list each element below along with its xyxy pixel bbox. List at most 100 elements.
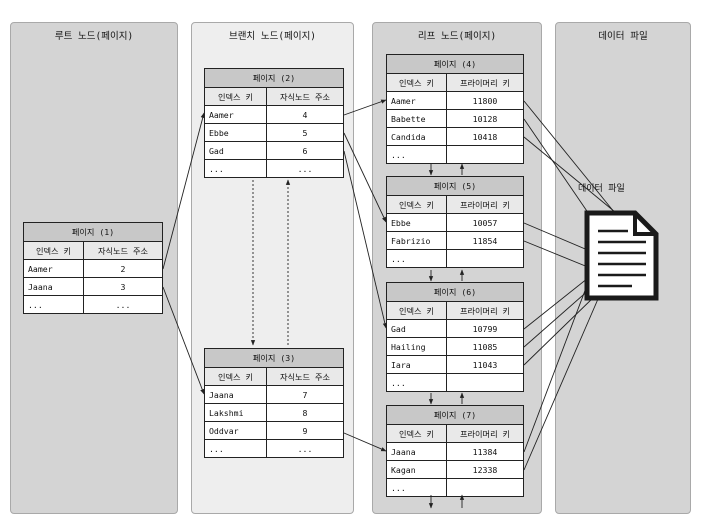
index-key-cell: Ebbe: [387, 214, 447, 231]
primary-key-cell: 12338: [472, 464, 498, 475]
header-index-key: 인덱스 키: [387, 74, 447, 91]
table-row: Jaana 7: [205, 385, 343, 403]
index-key-cell: ...: [24, 296, 84, 313]
leaf-page-4-table: 페이지 (4) 인덱스 키 프라이머리 키 Aamer 11800 Babett…: [386, 54, 524, 164]
header-index-key: 인덱스 키: [387, 302, 447, 319]
primary-key-cell: 11085: [472, 341, 498, 352]
header-index-key: 인덱스 키: [387, 425, 447, 442]
document-icon: [584, 210, 659, 301]
index-key-cell: Kagan: [387, 461, 447, 478]
header-child-address: 자식노드 주소: [97, 245, 149, 256]
child-address-cell: 3: [120, 281, 126, 292]
table-row: Babette 10128: [387, 109, 523, 127]
table-row: Aamer 4: [205, 105, 343, 123]
header-primary-key: 프라이머리 키: [459, 305, 511, 316]
page-title: 페이지 (7): [387, 406, 523, 424]
table-row: ...: [387, 145, 523, 163]
page-title: 페이지 (1): [24, 223, 162, 241]
root-column-title: 루트 노드(페이지): [54, 31, 134, 42]
table-row: Jaana 3: [24, 277, 162, 295]
table-row: ...: [387, 249, 523, 267]
header-primary-key: 프라이머리 키: [459, 77, 511, 88]
table-row: Kagan 12338: [387, 460, 523, 478]
child-address-cell: 7: [302, 389, 308, 400]
index-key-cell: Hailing: [387, 338, 447, 355]
header-index-key: 인덱스 키: [24, 242, 84, 259]
primary-key-cell: 10799: [472, 323, 498, 334]
table-row: ...: [387, 373, 523, 391]
table-row: ... ...: [205, 159, 343, 177]
header-index-key: 인덱스 키: [387, 196, 447, 213]
child-address-cell: 5: [302, 127, 308, 138]
data-file-column-title: 데이터 파일: [598, 31, 648, 42]
branch-to-leaf-6-arrow: [343, 150, 387, 329]
index-key-cell: Gad: [387, 320, 447, 337]
child-address-cell: 8: [302, 407, 308, 418]
index-key-cell: Babette: [387, 110, 447, 127]
index-key-cell: Aamer: [387, 92, 447, 109]
table-row: Fabrizio 11854: [387, 231, 523, 249]
page-title: 페이지 (3): [205, 349, 343, 367]
index-key-cell: Aamer: [205, 106, 267, 123]
root-page-table: 페이지 (1) 인덱스 키 자식노드 주소 Aamer 2 Jaana 3 ..…: [23, 222, 163, 314]
primary-key-cell: 10057: [472, 217, 498, 228]
child-address-cell: 9: [302, 425, 308, 436]
branch-to-leaf-5-arrow: [343, 132, 387, 223]
child-address-cell: 4: [302, 109, 308, 120]
branch-column-title: 브랜치 노드(페이지): [228, 31, 317, 42]
table-row: Aamer 11800: [387, 91, 523, 109]
index-key-cell: ...: [387, 374, 447, 391]
table-row: Candida 10418: [387, 127, 523, 145]
branch-to-leaf-4-arrow: [343, 99, 387, 116]
primary-key-cell: 10418: [472, 131, 498, 142]
root-to-branch-2-arrow: [162, 112, 205, 270]
table-row: Gad 10799: [387, 319, 523, 337]
page-title: 페이지 (5): [387, 177, 523, 195]
child-address-cell: 2: [120, 263, 126, 274]
table-row: ...: [387, 478, 523, 496]
table-row: Oddvar 9: [205, 421, 343, 439]
leaf-page-7-table: 페이지 (7) 인덱스 키 프라이머리 키 Jaana 11384 Kagan …: [386, 405, 524, 497]
child-address-cell: ...: [115, 299, 131, 310]
page-title: 페이지 (4): [387, 55, 523, 73]
index-key-cell: Oddvar: [205, 422, 267, 439]
index-key-cell: Jaana: [387, 443, 447, 460]
root-to-branch-3-arrow: [162, 286, 205, 395]
index-key-cell: Lakshmi: [205, 404, 267, 421]
index-key-cell: Iara: [387, 356, 447, 373]
index-key-cell: ...: [387, 146, 447, 163]
branch-page-2-table: 페이지 (2) 인덱스 키 자식노드 주소 Aamer 4 Ebbe 5 Gad…: [204, 68, 344, 178]
header-primary-key: 프라이머리 키: [459, 199, 511, 210]
table-row: Aamer 2: [24, 259, 162, 277]
index-key-cell: Ebbe: [205, 124, 267, 141]
header-index-key: 인덱스 키: [205, 368, 267, 385]
primary-key-cell: 10128: [472, 113, 498, 124]
index-key-cell: Gad: [205, 142, 267, 159]
page-title: 페이지 (6): [387, 283, 523, 301]
child-address-cell: ...: [297, 163, 313, 174]
index-key-cell: ...: [387, 479, 447, 496]
header-primary-key: 프라이머리 키: [459, 428, 511, 439]
primary-key-cell: 11384: [472, 446, 498, 457]
table-row: Jaana 11384: [387, 442, 523, 460]
primary-key-cell: 11854: [472, 235, 498, 246]
child-address-cell: ...: [297, 443, 313, 454]
index-key-cell: ...: [387, 250, 447, 267]
table-row: Ebbe 10057: [387, 213, 523, 231]
table-row: ... ...: [24, 295, 162, 313]
index-key-cell: Aamer: [24, 260, 84, 277]
index-key-cell: ...: [205, 160, 267, 177]
index-key-cell: Fabrizio: [387, 232, 447, 249]
primary-key-cell: 11800: [472, 95, 498, 106]
table-row: ... ...: [205, 439, 343, 457]
table-row: Ebbe 5: [205, 123, 343, 141]
index-key-cell: Jaana: [205, 386, 267, 403]
data-file-label: 데이터 파일: [578, 184, 625, 194]
header-child-address: 자식노드 주소: [279, 371, 331, 382]
index-key-cell: Jaana: [24, 278, 84, 295]
primary-key-cell: 11043: [472, 359, 498, 370]
leaf-column-title: 리프 노드(페이지): [417, 31, 497, 42]
branch-page-3-table: 페이지 (3) 인덱스 키 자식노드 주소 Jaana 7 Lakshmi 8 …: [204, 348, 344, 458]
table-row: Hailing 11085: [387, 337, 523, 355]
